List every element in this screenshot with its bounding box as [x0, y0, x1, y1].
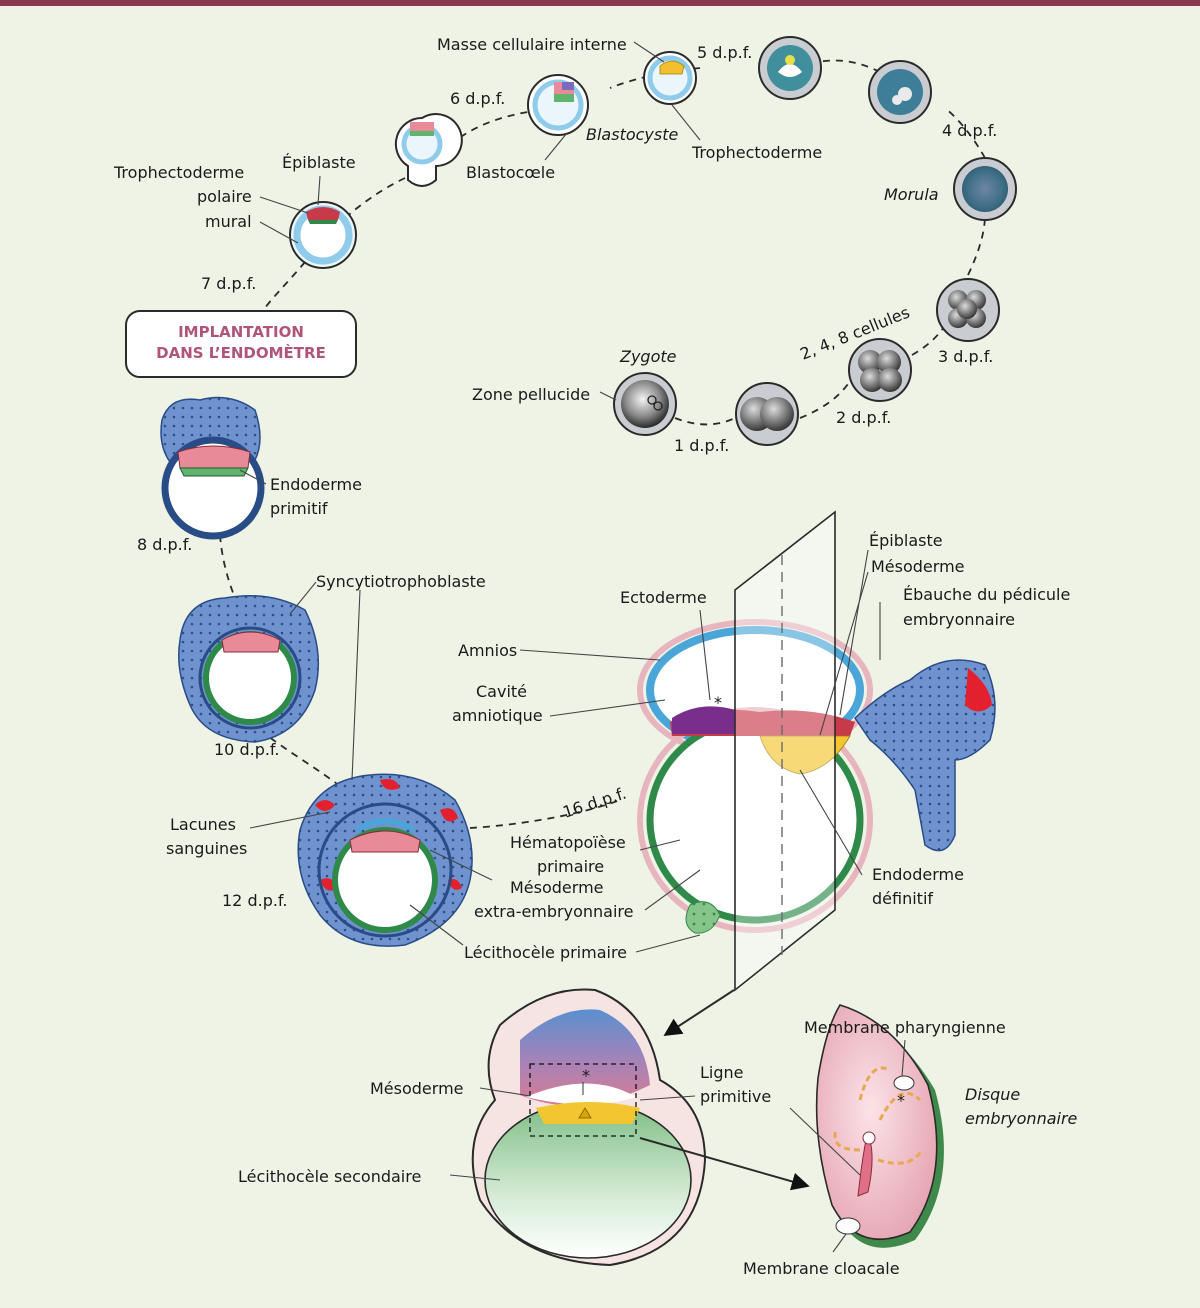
label-zygote: Zygote [619, 347, 677, 366]
cavitating-blastocyst-icon [758, 36, 822, 100]
section-plane: * [714, 510, 836, 992]
label-mesoderme-extra-l1: Mésoderme [510, 878, 604, 897]
label-endoderme-definitif-l1: Endoderme [872, 865, 964, 884]
hatched-blastocyst-icon [394, 113, 463, 187]
eight-cell-icon [848, 338, 912, 402]
label-hematopoiese-l1: Hématopoïèse [510, 833, 626, 852]
label-morula: Morula [884, 185, 939, 204]
implantation-box: IMPLANTATION DANS L’ENDOMÈTRE [125, 310, 357, 378]
label-1dpf: 1 d.p.f. [674, 436, 729, 455]
early-blastocyst-icon [868, 60, 932, 124]
arrow-to-disc [639, 1137, 810, 1191]
label-12dpf: 12 d.p.f. [222, 891, 287, 910]
label-endoderme-primitif-l1: Endoderme [270, 475, 362, 494]
label-6dpf: 6 d.p.f. [450, 89, 505, 108]
implanting-embryo-8d [160, 396, 265, 540]
cross-section: * [471, 988, 707, 1267]
label-blastocoele: Blastocœle [466, 163, 555, 182]
label-mesoderme-right: Mésoderme [871, 557, 965, 576]
implantation-line-2: DANS L’ENDOMÈTRE [156, 343, 326, 362]
label-ebauche-l2: embryonnaire [903, 610, 1015, 629]
label-ectoderme: Ectoderme [620, 588, 707, 607]
label-lacunes-l2: sanguines [166, 839, 247, 858]
label-cavite-l2: amniotique [452, 706, 543, 725]
label-lecithocele-primaire: Lécithocèle primaire [464, 943, 627, 962]
label-2dpf: 2 d.p.f. [836, 408, 891, 427]
label-lacunes-l1: Lacunes [170, 815, 236, 834]
label-amnios: Amnios [458, 641, 517, 660]
label-masse-cellulaire-interne: Masse cellulaire interne [437, 35, 627, 54]
implanted-embryo-12d [297, 773, 473, 947]
label-endoderme-primitif-l2: primitif [270, 499, 328, 518]
header-bar [0, 0, 1200, 6]
label-hematopoiese-l2: primaire [537, 857, 604, 876]
label-10dpf: 10 d.p.f. [214, 740, 279, 759]
implanted-embryo-10d [178, 594, 320, 743]
label-mural: mural [205, 212, 252, 231]
label-zone-pellucide: Zone pellucide [472, 385, 590, 404]
zygote-icon [613, 372, 677, 436]
label-epiblaste-top: Épiblaste [282, 153, 356, 172]
label-mesoderme-bottom: Mésoderme [370, 1079, 464, 1098]
implantation-line-1: IMPLANTATION [178, 323, 304, 341]
label-endoderme-definitif-l2: définitif [872, 889, 933, 908]
morula-icon [953, 157, 1017, 221]
label-cavite-l1: Cavité [476, 682, 527, 701]
label-4dpf: 4 d.p.f. [942, 121, 997, 140]
asterisk-mark-1: * [714, 693, 722, 712]
asterisk-mark-3: * [897, 1091, 905, 1110]
label-membrane-cloacale: Membrane cloacale [743, 1259, 900, 1278]
label-blastocyste: Blastocyste [586, 125, 679, 144]
label-epiblaste-right: Épiblaste [869, 531, 943, 550]
label-ligne-l2: primitive [700, 1087, 771, 1106]
label-5dpf: 5 d.p.f. [697, 43, 752, 62]
embryonic-disc-icon: * [815, 1004, 944, 1248]
hatching-blastocyst-icon [527, 74, 589, 136]
two-cell-icon [735, 382, 799, 446]
polar-blastocyst-icon [289, 201, 357, 269]
arrow-to-section [663, 989, 735, 1036]
label-syncytiotrophoblaste: Syncytiotrophoblaste [316, 572, 486, 591]
label-8dpf: 8 d.p.f. [137, 535, 192, 554]
label-trophectoderme-polaire-l1: Trophectoderme [113, 163, 244, 182]
label-membrane-pharyngienne: Membrane pharyngienne [804, 1018, 1006, 1037]
label-disque-l2: embryonnaire [965, 1109, 1078, 1128]
label-disque-l1: Disque [965, 1085, 1020, 1104]
label-7dpf: 7 d.p.f. [201, 274, 256, 293]
label-polaire: polaire [197, 187, 252, 206]
blastocyst-icon [643, 51, 697, 105]
label-3dpf: 3 d.p.f. [938, 347, 993, 366]
label-trophectoderme: Trophectoderme [691, 143, 822, 162]
label-lecithocele-secondaire: Lécithocèle secondaire [238, 1167, 421, 1186]
label-mesoderme-extra-l2: extra-embryonnaire [474, 902, 633, 921]
label-16dpf: 16 d.p.f. [560, 783, 628, 821]
compact-cells-icon [936, 278, 1000, 342]
label-ligne-l1: Ligne [700, 1063, 744, 1082]
asterisk-mark-2: * [582, 1066, 590, 1085]
leader-lines [239, 41, 906, 1253]
label-ebauche-l1: Ébauche du pédicule [903, 585, 1070, 604]
labels: Masse cellulaire interne 5 d.p.f. 6 d.p.… [113, 35, 1078, 1278]
